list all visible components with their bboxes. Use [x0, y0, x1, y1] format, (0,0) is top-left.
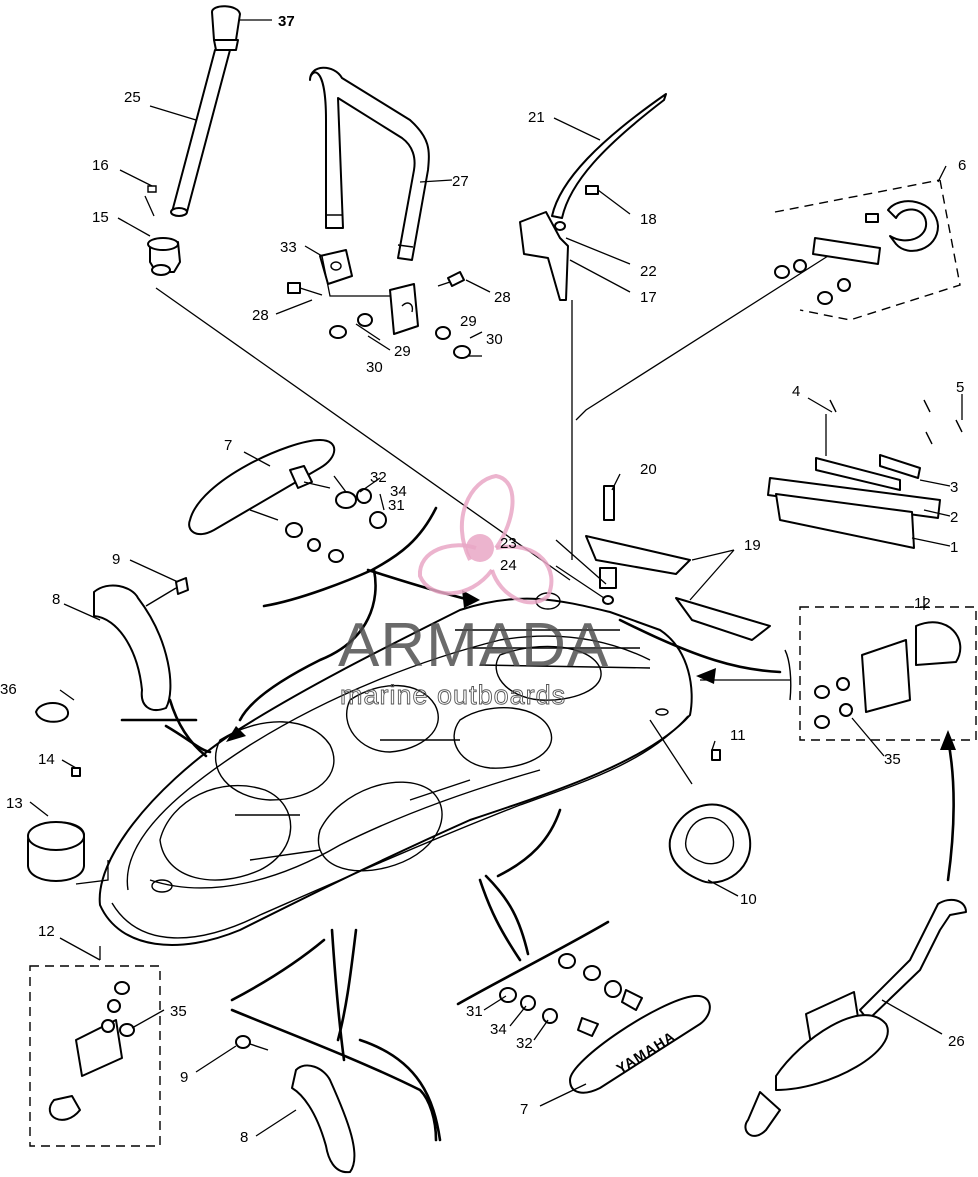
callout-13: 13 [6, 795, 23, 812]
callout-16: 16 [92, 157, 109, 174]
callout-27: 27 [452, 173, 469, 190]
callout-8-top: 8 [52, 591, 60, 608]
cable-and-bracket [519, 93, 667, 301]
callout-37: 37 [278, 13, 295, 30]
callout-23: 23 [500, 535, 517, 552]
callout-9-bottom: 9 [180, 1069, 188, 1086]
watermark-brand: ARMADA [338, 611, 609, 680]
inspection-ring [668, 749, 752, 884]
callout-29-left: 29 [394, 343, 411, 360]
callout-10: 10 [740, 891, 757, 908]
callout-14: 14 [38, 751, 55, 768]
storage-cap [27, 702, 85, 882]
callout-30-right: 30 [486, 331, 503, 348]
callout-30-left: 30 [366, 359, 383, 376]
watermark-tagline: marine outboards [340, 680, 566, 710]
callout-7-top: 7 [224, 437, 232, 454]
callout-8-bottom: 8 [240, 1129, 248, 1146]
callout-labels: 1 2 3 4 5 6 7 7 8 8 9 9 10 11 12 12 13 1… [0, 13, 966, 1146]
side-handle-top [93, 577, 189, 711]
rail-base-mount [287, 271, 471, 359]
callout-24: 24 [500, 557, 517, 574]
arrowheads [226, 590, 956, 750]
callout-32-bottom: 32 [516, 1035, 533, 1052]
callout-28-left: 28 [252, 307, 269, 324]
callout-12-left: 12 [38, 923, 55, 940]
callout-31-bottom: 31 [466, 1003, 483, 1020]
side-handle-bottom [230, 1008, 438, 1174]
callout-25: 25 [124, 89, 141, 106]
leader-lines [29, 19, 963, 1142]
watermark: ARMADA marine outboards [338, 473, 609, 710]
callout-17: 17 [640, 289, 657, 306]
callout-11: 11 [730, 727, 746, 744]
callout-3: 3 [950, 479, 958, 496]
tie-down-strap [744, 898, 967, 1137]
callout-12-right: 12 [914, 595, 931, 612]
callout-26: 26 [948, 1033, 965, 1050]
callout-18: 18 [640, 211, 657, 228]
callout-33: 33 [280, 239, 297, 256]
callout-36: 36 [0, 681, 17, 698]
grab-rail [309, 66, 430, 261]
callout-28-right: 28 [494, 289, 511, 306]
cleat-assembly-left [29, 965, 161, 1147]
propeller-logo-icon [417, 473, 554, 605]
callout-31-top: 31 [388, 497, 405, 514]
callout-9-top: 9 [112, 551, 120, 568]
grip-handle-bottom: YAMAHA [456, 920, 711, 1094]
callout-35-left: 35 [170, 1003, 187, 1020]
callout-7-bottom: 7 [520, 1101, 528, 1118]
callout-21: 21 [528, 109, 545, 126]
grip-handle-top [188, 439, 438, 608]
callout-22: 22 [640, 263, 657, 280]
callout-32-top: 32 [370, 469, 387, 486]
callout-6: 6 [958, 157, 966, 174]
callout-34-bottom: 34 [490, 1021, 507, 1038]
callout-1: 1 [950, 539, 958, 556]
deck-plates [585, 485, 771, 641]
antenna-pole [170, 5, 241, 217]
callout-15: 15 [92, 209, 109, 226]
callout-29-right: 29 [460, 313, 477, 330]
callout-20: 20 [640, 461, 657, 478]
callout-5: 5 [956, 379, 964, 396]
callout-35-right: 35 [884, 751, 901, 768]
cleat-assembly-right [784, 606, 977, 741]
callout-4: 4 [792, 383, 800, 400]
rub-rail [767, 399, 963, 549]
callout-2: 2 [950, 509, 958, 526]
callout-19: 19 [744, 537, 761, 554]
tow-eye-cleat [774, 179, 961, 321]
callout-34-top: 34 [390, 483, 407, 500]
pole-base [147, 185, 181, 276]
